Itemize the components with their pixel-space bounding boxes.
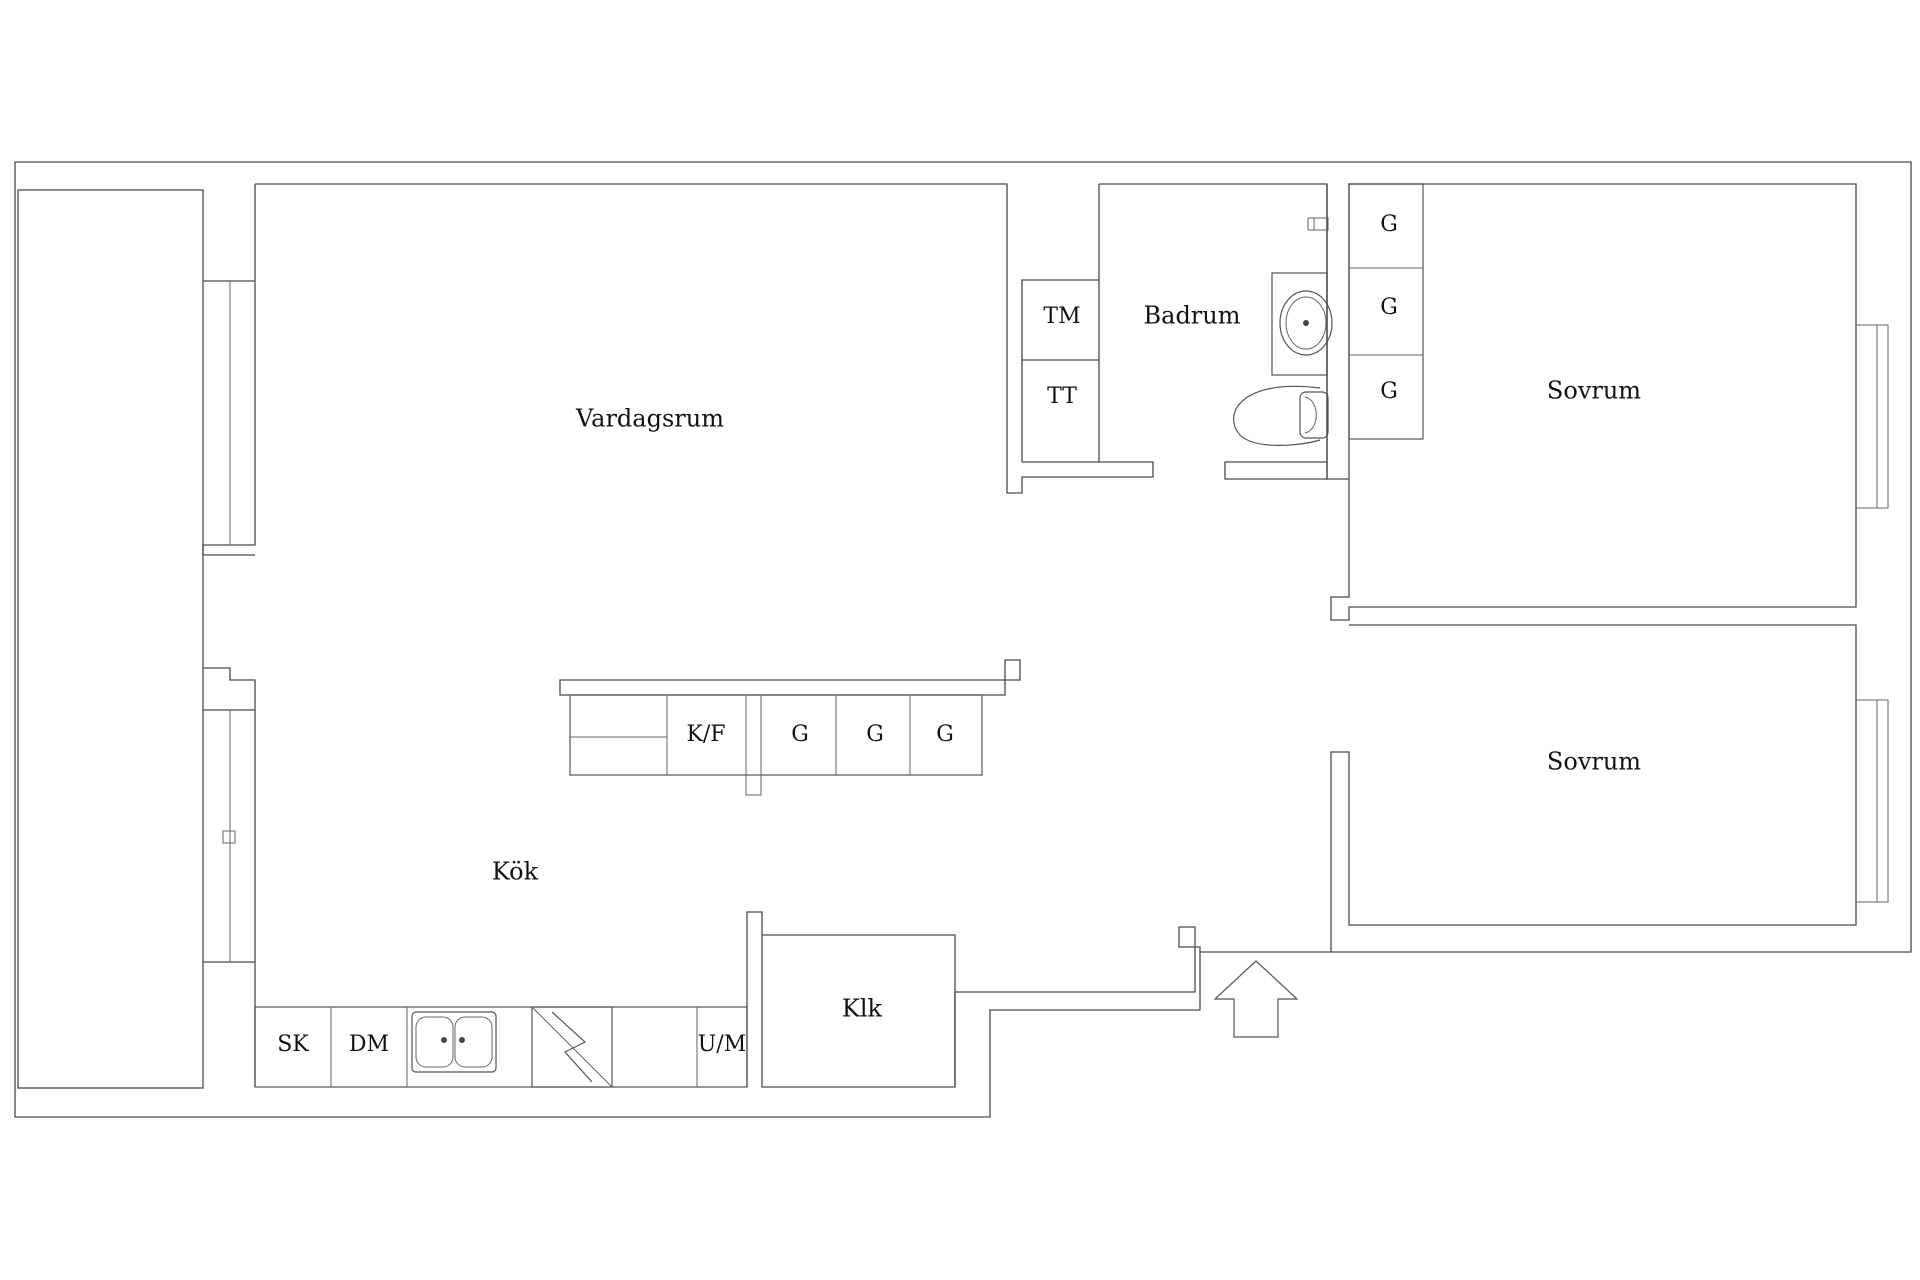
island-cabinet-label-1: G bbox=[791, 722, 809, 747]
room-label-bedroom-2: Sovrum bbox=[1547, 748, 1641, 776]
kitchen-cabinet-label: SK bbox=[277, 1032, 309, 1057]
hall-walls bbox=[954, 926, 1201, 1087]
island-bar bbox=[559, 659, 1021, 696]
shower-icon bbox=[1307, 217, 1329, 231]
kitchen-counter bbox=[254, 1006, 748, 1088]
closet-walls bbox=[746, 911, 956, 1088]
outer-wall bbox=[14, 161, 1912, 1118]
room-label-living: Vardagsrum bbox=[575, 405, 724, 433]
wardrobe-label-3: G bbox=[1380, 379, 1398, 404]
basin-icon bbox=[1271, 272, 1333, 376]
bedroom-1-walls bbox=[1326, 183, 1857, 621]
room-label-bathroom: Badrum bbox=[1144, 302, 1241, 330]
bedroom-2-walls bbox=[1330, 624, 1857, 952]
wardrobe-label-1: G bbox=[1380, 212, 1398, 237]
fridge-freezer-label: K/F bbox=[686, 722, 725, 747]
counter-dividers bbox=[330, 1007, 698, 1087]
island-cabinet-label-2: G bbox=[866, 722, 884, 747]
room-label-bedroom-1: Sovrum bbox=[1547, 377, 1641, 405]
dryer-label: TT bbox=[1047, 384, 1077, 409]
dishwasher-label: DM bbox=[349, 1032, 389, 1057]
wardrobe-dividers bbox=[1349, 267, 1423, 356]
window-bedroom-1 bbox=[1856, 324, 1889, 509]
window-handle bbox=[222, 830, 236, 844]
room-label-closet: Klk bbox=[842, 995, 883, 1023]
balcony bbox=[17, 189, 204, 1089]
sink-icon bbox=[411, 1011, 497, 1073]
micro-oven-label: U/M bbox=[698, 1032, 746, 1057]
window-bedroom-2 bbox=[1856, 699, 1889, 903]
toilet-icon bbox=[1233, 385, 1329, 446]
wardrobe-label-2: G bbox=[1380, 295, 1398, 320]
stove-icon bbox=[531, 1006, 613, 1088]
bathroom-walls bbox=[1021, 183, 1328, 480]
entrance-arrow-icon bbox=[1213, 960, 1299, 1038]
island-cabinets bbox=[569, 694, 983, 776]
washer-label: TM bbox=[1043, 304, 1080, 329]
room-label-kitchen: Kök bbox=[492, 858, 539, 886]
island-cabinet-label-3: G bbox=[936, 722, 954, 747]
living-wall-left-upper bbox=[202, 184, 256, 556]
living-wall-top bbox=[255, 183, 1154, 494]
living-wall-left-lower bbox=[203, 667, 256, 1087]
island-dividers bbox=[570, 695, 911, 796]
